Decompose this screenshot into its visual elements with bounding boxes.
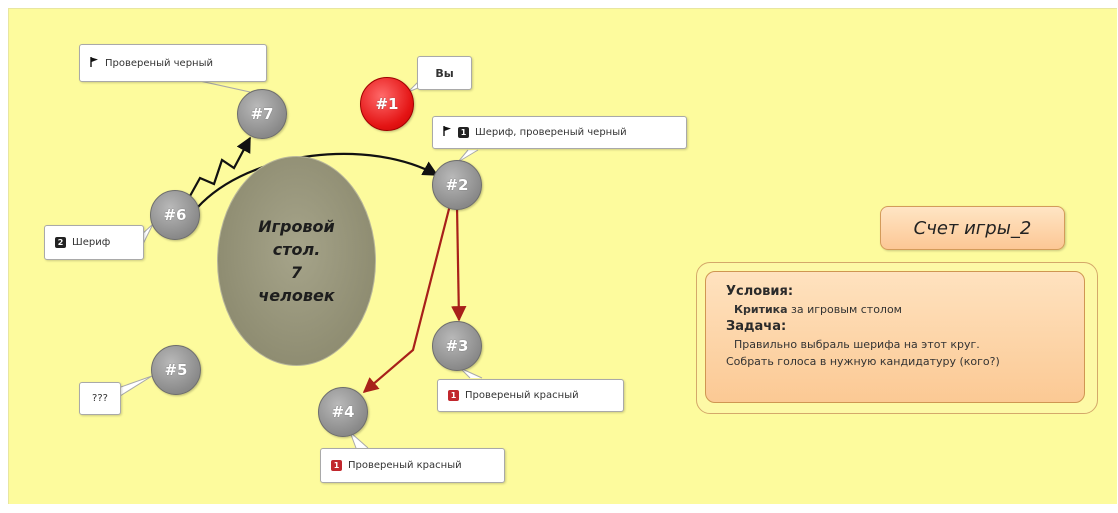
player-3-node[interactable]: #3 bbox=[432, 321, 482, 371]
diagram-canvas bbox=[8, 8, 1117, 504]
arrow-p2-to-p3 bbox=[451, 205, 467, 322]
game-title-text: Счет игры_2 bbox=[913, 217, 1032, 239]
arrow-p6-to-p7 bbox=[189, 136, 251, 197]
arrow-p6-to-p2 bbox=[196, 152, 439, 209]
badge-2-black-icon: 2 bbox=[55, 237, 66, 248]
player-5-label: #5 bbox=[164, 361, 188, 379]
task-heading: Задача: bbox=[726, 319, 787, 334]
player-6-node[interactable]: #6 bbox=[150, 190, 200, 240]
conditions-text: за игровым столом bbox=[787, 303, 902, 316]
callout-player-3: 1 Провереный красный bbox=[437, 379, 624, 412]
badge-1-red-icon: 1 bbox=[331, 460, 342, 471]
callout-tail-p5 bbox=[117, 375, 153, 397]
player-1-label: #1 bbox=[375, 95, 399, 113]
callout-player-5-text: ??? bbox=[92, 393, 108, 404]
player-2-node[interactable]: #2 bbox=[432, 160, 482, 210]
task-line-2: Собрать голоса в нужную кандидатуру (ког… bbox=[726, 355, 1000, 368]
badge-1-black-icon: 1 bbox=[458, 127, 469, 138]
callout-player-4-text: Провереный красный bbox=[348, 460, 462, 471]
player-3-label: #3 bbox=[445, 337, 469, 355]
player-4-label: #4 bbox=[331, 403, 355, 421]
player-2-label: #2 bbox=[445, 176, 469, 194]
callout-player-3-text: Провереный красный bbox=[465, 390, 579, 401]
task-line-1: Правильно выбраль шерифа на этот круг. bbox=[734, 338, 980, 351]
callout-player-2: 1 Шериф, провереный черный bbox=[432, 116, 687, 149]
arrow-p2-to-p4 bbox=[362, 204, 452, 394]
conditions-bold: Критика bbox=[734, 303, 788, 316]
game-table: Игровой стол. 7 человек bbox=[217, 156, 376, 366]
game-table-label: Игровой стол. 7 человек bbox=[258, 217, 335, 305]
callout-player-1: Вы bbox=[417, 56, 472, 90]
conditions-line: Критика за игровым столом bbox=[726, 301, 1084, 318]
callout-player-7: Провереный черный bbox=[79, 44, 267, 82]
player-6-label: #6 bbox=[163, 206, 187, 224]
badge-1-red-icon: 1 bbox=[448, 390, 459, 401]
player-5-node[interactable]: #5 bbox=[151, 345, 201, 395]
player-4-node[interactable]: #4 bbox=[318, 387, 368, 437]
flag-icon bbox=[90, 56, 99, 70]
callout-player-6-text: Шериф bbox=[72, 237, 111, 248]
callout-player-5: ??? bbox=[79, 382, 121, 415]
callout-player-6: 2 Шериф bbox=[44, 225, 144, 260]
callout-player-1-text: Вы bbox=[435, 66, 454, 80]
callout-player-4: 1 Провереный красный bbox=[320, 448, 505, 483]
player-7-label: #7 bbox=[250, 105, 274, 123]
info-panel: Условия: Критика за игровым столом Задач… bbox=[705, 271, 1085, 403]
conditions-heading: Условия: bbox=[726, 284, 794, 299]
callout-player-7-text: Провереный черный bbox=[105, 57, 213, 69]
player-1-node[interactable]: #1 bbox=[360, 77, 414, 131]
flag-icon bbox=[443, 126, 452, 139]
callout-player-2-text: Шериф, провереный черный bbox=[475, 127, 627, 138]
player-7-node[interactable]: #7 bbox=[237, 89, 287, 139]
game-title: Счет игры_2 bbox=[880, 206, 1065, 250]
